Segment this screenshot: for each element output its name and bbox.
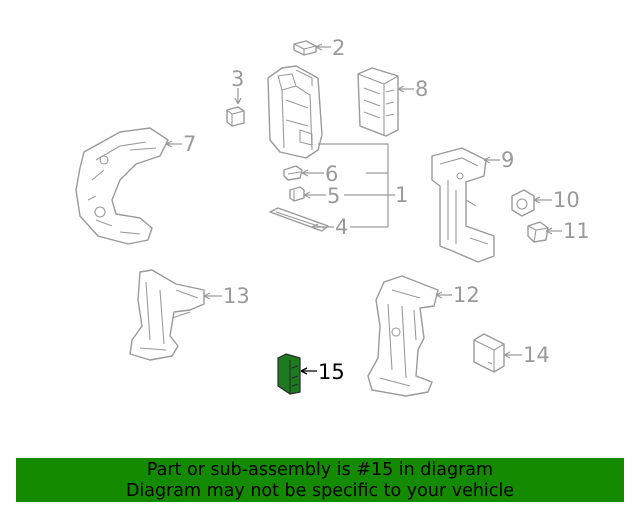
leader-7 bbox=[165, 140, 182, 148]
leader-8 bbox=[397, 85, 414, 93]
callout-2[interactable]: 2 bbox=[332, 36, 345, 60]
banner-line-1: Part or sub-assembly is #15 in diagram bbox=[146, 460, 494, 480]
leader-12 bbox=[435, 291, 452, 299]
leader-6 bbox=[301, 169, 324, 177]
leader-2 bbox=[315, 43, 331, 51]
part-3-relay[interactable] bbox=[226, 106, 245, 127]
callout-14[interactable]: 14 bbox=[523, 343, 550, 367]
callout-12[interactable]: 12 bbox=[453, 283, 480, 307]
leader-10 bbox=[533, 196, 552, 204]
part-8-module[interactable] bbox=[357, 67, 399, 137]
leader-11 bbox=[545, 227, 562, 235]
callout-6[interactable]: 6 bbox=[325, 162, 338, 186]
callout-5[interactable]: 5 bbox=[327, 184, 340, 208]
callout-3[interactable]: 3 bbox=[231, 67, 244, 91]
part-5-fuse[interactable] bbox=[289, 186, 305, 202]
part-13-bracket[interactable] bbox=[129, 269, 205, 361]
callout-11[interactable]: 11 bbox=[563, 219, 590, 243]
callout-10[interactable]: 10 bbox=[553, 188, 580, 212]
leader-14 bbox=[503, 351, 522, 359]
info-banner: Part or sub-assembly is #15 in diagram D… bbox=[16, 458, 624, 502]
leader-15 bbox=[300, 367, 317, 375]
part-2-clip[interactable] bbox=[293, 40, 317, 56]
leader-1-bracket bbox=[318, 143, 395, 227]
callout-15[interactable]: 15 bbox=[318, 360, 345, 384]
callout-7[interactable]: 7 bbox=[183, 132, 196, 156]
part-15-module-highlighted[interactable] bbox=[277, 353, 301, 395]
leader-9 bbox=[483, 156, 500, 164]
part-1-junction-block[interactable] bbox=[267, 65, 323, 159]
callout-8[interactable]: 8 bbox=[415, 77, 428, 101]
part-14-module[interactable] bbox=[473, 333, 505, 373]
part-6-fuse[interactable] bbox=[283, 165, 303, 181]
part-12-bracket[interactable] bbox=[367, 275, 439, 397]
callout-9[interactable]: 9 bbox=[501, 148, 514, 172]
leader-5 bbox=[303, 191, 326, 199]
part-10-connector[interactable] bbox=[511, 189, 535, 217]
leader-3 bbox=[234, 88, 242, 105]
part-7-bracket[interactable] bbox=[75, 127, 169, 245]
callout-13[interactable]: 13 bbox=[223, 284, 250, 308]
leader-4 bbox=[311, 223, 334, 231]
callout-4[interactable]: 4 bbox=[335, 215, 348, 239]
callout-1[interactable]: 1 bbox=[395, 183, 408, 207]
leader-13 bbox=[203, 292, 222, 300]
part-11-connector[interactable] bbox=[527, 221, 549, 243]
parts-diagram: 2 3 1 8 7 6 5 bbox=[75, 36, 590, 397]
banner-line-2: Diagram may not be specific to your vehi… bbox=[125, 481, 515, 501]
part-9-bracket[interactable] bbox=[431, 147, 495, 263]
